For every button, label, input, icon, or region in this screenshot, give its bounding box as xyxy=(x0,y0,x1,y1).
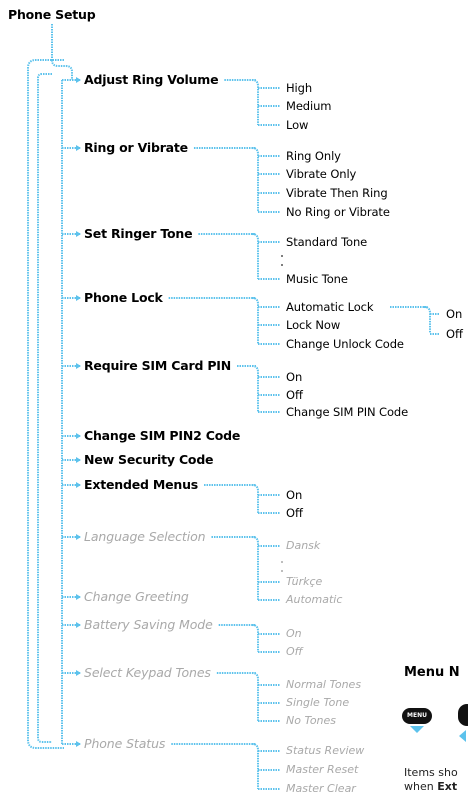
menu-arrow-7 xyxy=(76,482,81,488)
menu-arrow-4 xyxy=(76,363,81,369)
menu-item-7: Extended Menus xyxy=(84,477,199,492)
left-arrow-icon xyxy=(459,730,466,742)
spine-connector xyxy=(51,59,73,80)
loop-outer xyxy=(27,59,64,749)
menu-item-4: Require SIM Card PIN xyxy=(84,358,232,373)
autolock-option-1: Off xyxy=(446,327,463,341)
menu-arrow-1 xyxy=(76,145,81,151)
submenu-item-1-3: No Ring or Vibrate xyxy=(286,205,390,219)
menu-item-9: Change Greeting xyxy=(84,589,189,604)
submenu-item-0-1: Medium xyxy=(286,99,332,113)
menu-arrow-10 xyxy=(76,622,81,628)
ellipsis-dot-8-1 xyxy=(281,570,283,572)
submenu-item-11-1: Single Tone xyxy=(286,696,350,709)
menu-item-1: Ring or Vibrate xyxy=(84,140,188,155)
menu-arrow-12 xyxy=(76,741,81,747)
submenu-bracket-2 xyxy=(251,233,259,279)
ellipsis-dot-2-1 xyxy=(281,264,283,266)
submenu-item-2-1: Music Tone xyxy=(286,272,348,286)
submenu-item-1-1: Vibrate Only xyxy=(286,167,357,181)
nav-key-icon xyxy=(458,704,468,726)
submenu-item-8-2: Automatic xyxy=(286,593,343,606)
legend-line-2-bold: Ext xyxy=(437,780,458,793)
submenu-bracket-12 xyxy=(251,743,259,789)
diagram-title: Phone Setup xyxy=(8,7,96,22)
menu-arrow-8 xyxy=(76,534,81,540)
menu-arrow-9 xyxy=(76,594,81,600)
submenu-bracket-4 xyxy=(251,365,259,412)
submenu-item-8-1: Türkçe xyxy=(286,575,323,588)
loop-inner xyxy=(37,73,52,743)
menu-item-12: Phone Status xyxy=(84,736,166,751)
submenu-item-7-1: Off xyxy=(286,506,303,520)
menu-item-2: Set Ringer Tone xyxy=(84,226,193,241)
ellipsis-dot-2-0 xyxy=(281,255,283,257)
submenu-item-4-2: Change SIM PIN Code xyxy=(286,405,409,419)
menu-key-icon: MENU xyxy=(402,708,432,724)
submenu-item-11-2: No Tones xyxy=(286,714,337,727)
submenu-item-0-0: High xyxy=(286,81,313,95)
submenu-item-10-1: Off xyxy=(286,645,303,658)
submenu-item-12-0: Status Review xyxy=(286,744,365,757)
menu-item-3: Phone Lock xyxy=(84,290,163,305)
submenu-bracket-11 xyxy=(251,672,259,721)
submenu-bracket-1 xyxy=(251,147,259,212)
menu-arrow-2 xyxy=(76,231,81,237)
submenu-item-11-0: Normal Tones xyxy=(286,678,362,691)
submenu-bracket-10 xyxy=(251,624,259,652)
submenu-item-10-0: On xyxy=(286,627,302,640)
submenu-item-12-2: Master Clear xyxy=(286,782,356,795)
autolock-bracket xyxy=(423,306,431,333)
menu-item-10: Battery Saving Mode xyxy=(84,617,213,632)
submenu-item-2-0: Standard Tone xyxy=(286,235,368,249)
submenu-item-0-2: Low xyxy=(286,118,309,132)
autolock-option-0: On xyxy=(446,307,463,321)
submenu-item-1-2: Vibrate Then Ring xyxy=(286,186,388,200)
menu-item-8: Language Selection xyxy=(84,529,206,544)
legend-title: Menu N xyxy=(404,665,460,680)
submenu-bracket-0 xyxy=(251,79,259,125)
legend-line-2: when Ext xyxy=(404,780,457,794)
ellipsis-dot-8-0 xyxy=(281,561,283,563)
submenu-item-3-2: Change Unlock Code xyxy=(286,337,404,351)
submenu-bracket-8 xyxy=(251,536,259,600)
submenu-item-12-1: Master Reset xyxy=(286,763,359,776)
menu-arrow-11 xyxy=(76,670,81,676)
submenu-item-3-1: Lock Now xyxy=(286,318,341,332)
menu-arrow-6 xyxy=(76,457,81,463)
legend-line-1: Items sho xyxy=(404,766,458,779)
menu-arrow-0 xyxy=(76,77,81,83)
submenu-bracket-7 xyxy=(251,484,259,513)
submenu-item-7-0: On xyxy=(286,488,303,502)
menu-item-6: New Security Code xyxy=(84,452,214,467)
submenu-item-8-0: Dansk xyxy=(286,539,321,552)
legend-line-2-prefix: when xyxy=(404,780,438,793)
menu-arrow-3 xyxy=(76,295,81,301)
menu-item-5: Change SIM PIN2 Code xyxy=(84,428,241,443)
submenu-item-4-0: On xyxy=(286,370,303,384)
menu-arrow-5 xyxy=(76,433,81,439)
menu-item-0: Adjust Ring Volume xyxy=(84,72,219,87)
submenu-item-1-0: Ring Only xyxy=(286,149,341,163)
submenu-bracket-3 xyxy=(251,297,259,344)
down-arrow-icon xyxy=(410,726,424,733)
submenu-item-4-1: Off xyxy=(286,388,303,402)
submenu-item-3-0: Automatic Lock xyxy=(286,300,374,314)
menu-item-11: Select Keypad Tones xyxy=(84,665,211,680)
